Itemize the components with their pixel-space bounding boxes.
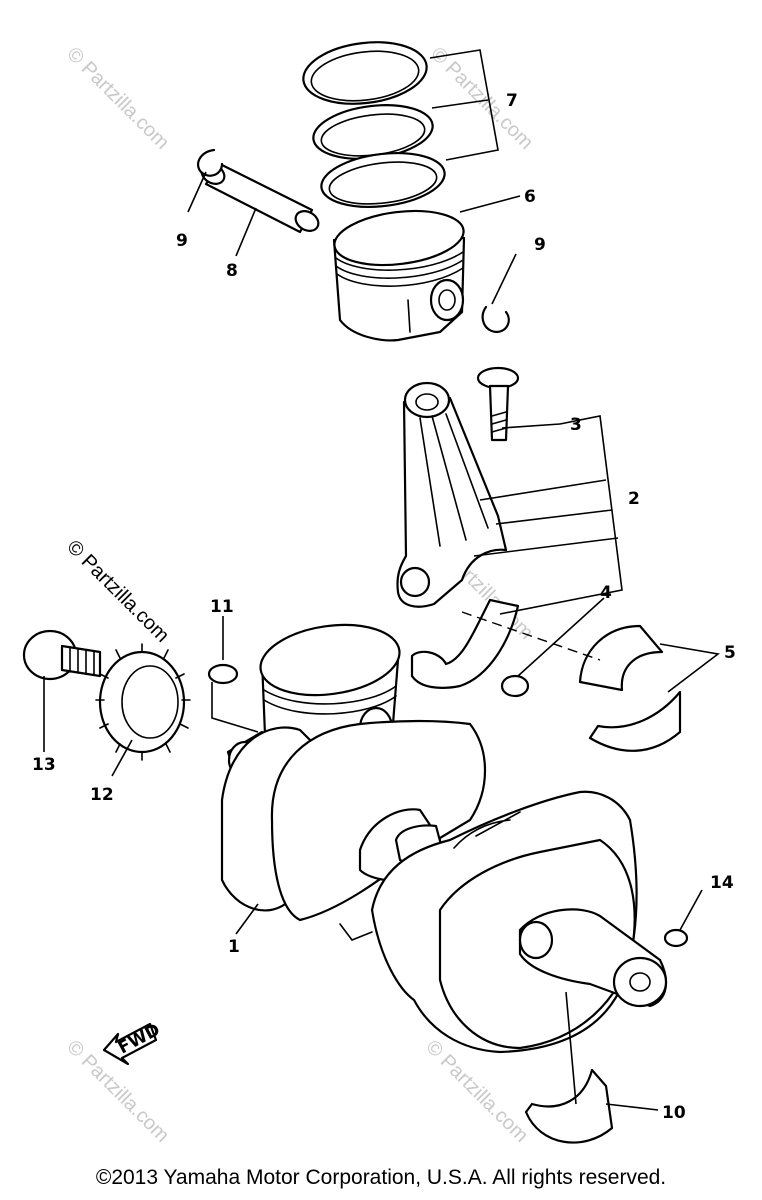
circlip-right (481, 305, 510, 334)
rod-bolt (476, 366, 520, 442)
main-bearing (524, 1068, 614, 1144)
woodruff-key-upper (207, 663, 239, 685)
callout-14: 14 (710, 873, 734, 893)
callout-1: 1 (228, 937, 240, 957)
callout-3: 3 (570, 415, 582, 435)
crank-gear (95, 643, 191, 761)
crankshaft (220, 719, 668, 1054)
callout-11: 11 (210, 597, 234, 617)
callout-10: 10 (662, 1103, 686, 1123)
callout-4: 4 (600, 583, 612, 603)
callout-2: 2 (628, 489, 640, 509)
callout-13: 13 (32, 755, 56, 775)
piston-rings (302, 41, 446, 208)
rod-centerline (461, 611, 601, 661)
watermark-5: © Partzilla.com (421, 1036, 532, 1147)
watermark-dark: © Partzilla.com (62, 536, 173, 647)
rod-nut (500, 674, 530, 698)
callout-6: 6 (524, 187, 536, 207)
callout-9-left: 9 (176, 231, 188, 251)
crank-bolt (22, 629, 102, 681)
connecting-rod (396, 381, 508, 608)
copyright-notice: ©2013 Yamaha Motor Corporation, U.S.A. A… (95, 1166, 667, 1189)
callout-12: 12 (90, 785, 114, 805)
watermark-1: © Partzilla.com (62, 43, 173, 154)
woodruff-key-lower (663, 928, 689, 948)
leader-lines (43, 49, 720, 1111)
callout-7: 7 (506, 91, 518, 111)
circlip-left (197, 148, 224, 177)
callout-5: 5 (724, 643, 736, 663)
forward-arrow: FWD (102, 1020, 164, 1066)
rod-cap (410, 598, 520, 689)
callout-8: 8 (226, 261, 238, 281)
fwd-label: FWD (115, 1020, 164, 1059)
callout-9-right: 9 (534, 235, 546, 255)
piston (332, 209, 466, 342)
